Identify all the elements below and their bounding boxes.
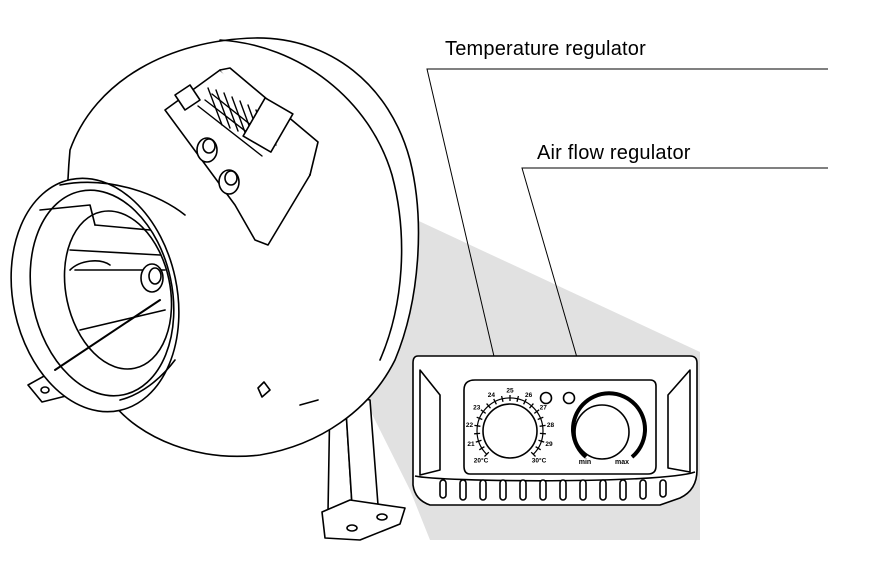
temperature-tick-label: 23 bbox=[473, 404, 481, 411]
temperature-tick-mark bbox=[474, 424, 481, 427]
temperature-tick-mark bbox=[537, 416, 544, 421]
airflow-min-label: min bbox=[579, 459, 591, 466]
temperature-tick-mark bbox=[493, 398, 497, 405]
temperature-tick-mark bbox=[475, 439, 482, 443]
fan-illustration bbox=[10, 37, 420, 541]
control-panel: 20°C 21 22 23 24 25 26 27 28 29 30°C min max bbox=[412, 355, 698, 506]
temperature-regulator-label: Temperature regulator bbox=[445, 38, 646, 60]
temperature-tick-label: 30°C bbox=[532, 457, 547, 465]
temperature-tick-mark bbox=[533, 409, 540, 414]
temperature-tick-mark bbox=[539, 424, 546, 427]
temperature-tick-mark bbox=[535, 446, 542, 451]
temperature-knob bbox=[482, 403, 538, 459]
airflow-leader-line bbox=[521, 167, 828, 431]
stand-foot bbox=[321, 499, 406, 541]
temperature-tick-mark bbox=[478, 446, 485, 451]
temperature-tick-mark bbox=[486, 403, 491, 409]
temperature-tick-labels: 20°C 21 22 23 24 25 26 27 28 29 30°C bbox=[466, 388, 555, 465]
air-flow-knob bbox=[574, 404, 630, 460]
temperature-tick-mark bbox=[529, 403, 534, 409]
temperature-scale-ticks bbox=[474, 395, 546, 457]
airflow-scale-arc bbox=[571, 391, 647, 459]
air-flow-regulator-label: Air flow regulator bbox=[537, 142, 691, 164]
temperature-tick-label: 25 bbox=[506, 388, 514, 395]
temperature-tick-mark bbox=[530, 451, 536, 457]
air-flow-dial: min max bbox=[571, 391, 647, 466]
temperature-tick-label: 22 bbox=[466, 422, 474, 429]
temperature-tick-label: 28 bbox=[547, 422, 555, 429]
temperature-tick-mark bbox=[500, 395, 504, 402]
temperature-tick-label: 26 bbox=[525, 392, 533, 399]
indicator-light-right bbox=[562, 391, 576, 405]
temperature-tick-label: 29 bbox=[545, 441, 553, 448]
temperature-dial: 20°C 21 22 23 24 25 26 27 28 29 30°C bbox=[466, 388, 555, 465]
airflow-max-label: max bbox=[615, 459, 629, 466]
temperature-tick-mark bbox=[484, 451, 490, 457]
temperature-leader-line bbox=[426, 68, 828, 426]
vent-slots bbox=[439, 479, 667, 501]
temperature-tick-mark bbox=[516, 395, 520, 402]
indicator-light-left bbox=[539, 391, 553, 405]
temperature-tick-mark bbox=[523, 398, 527, 405]
leader-lines bbox=[426, 68, 828, 431]
temperature-tick-mark bbox=[476, 416, 483, 421]
temperature-tick-label: 27 bbox=[540, 404, 548, 411]
temperature-tick-mark bbox=[538, 439, 545, 443]
temperature-tick-label: 21 bbox=[467, 441, 475, 448]
temperature-tick-label: 24 bbox=[488, 392, 496, 399]
temperature-tick-label: 20°C bbox=[474, 457, 489, 465]
temperature-tick-mark bbox=[480, 409, 487, 414]
